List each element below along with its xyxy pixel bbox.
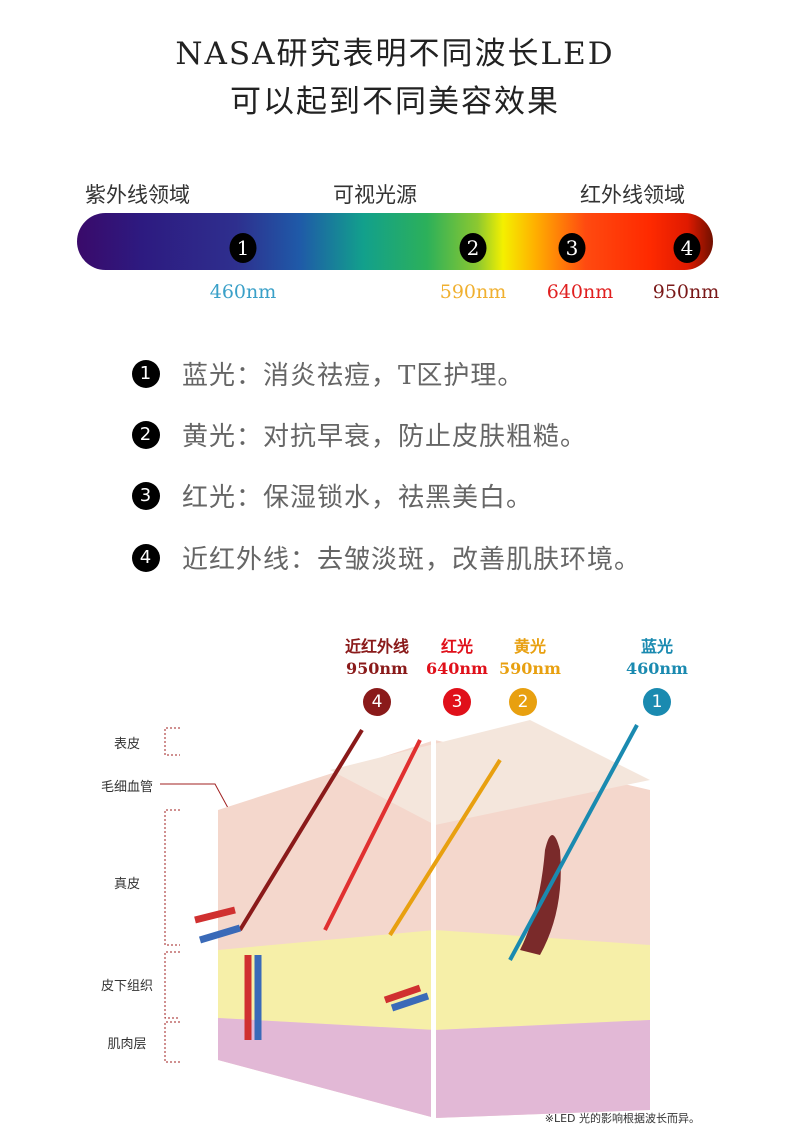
layer-brackets [164,727,180,1063]
layer-label-subcutaneous: 皮下组织 [100,979,154,994]
effect-text: 黄光：对抗早衰，防止皮肤粗糙。 [182,422,588,452]
effect-text: 红光：保湿锁水，祛黑美白。 [182,483,534,513]
nm-640: 640nm [546,281,614,303]
layer-label-muscle: 肌肉层 [107,1037,147,1052]
light-badge-1: 1 [643,688,671,716]
nm-460: 460nm [209,281,277,303]
spectrum-marker-1: 1 [229,233,257,263]
bullet: 3 [132,481,160,510]
effect-item-1: 1 蓝光：消炎祛痘，T区护理。 [132,355,524,392]
nm-590: 590nm [439,281,507,303]
ir-label: 红外线领域 [580,183,685,207]
spectrum-marker-2: 2 [459,233,487,263]
effect-text: 蓝光：消炎祛痘，T区护理。 [182,361,525,391]
layer-label-epidermis: 表皮 [113,737,141,752]
light-badge-4: 4 [363,688,391,716]
effect-item-3: 3 红光：保湿锁水，祛黑美白。 [132,477,533,514]
bullet: 2 [132,420,160,449]
title-line1: NASA研究表明不同波长LED [175,36,615,72]
blood-vessels [194,906,430,1040]
bullet: 4 [132,543,160,572]
hair-follicle [520,835,561,955]
layer-label-capillary: 毛细血管 [100,780,154,795]
title-line2: 可以起到不同美容效果 [230,84,560,120]
bullet: 1 [132,359,160,388]
spectrum-marker-3: 3 [558,233,586,263]
effect-text: 近红外线：去皱淡斑，改善肌肤环境。 [182,545,642,575]
light-badge-3: 3 [443,688,471,716]
visible-label: 可视光源 [333,183,417,207]
layer-label-dermis: 真皮 [113,877,141,892]
effect-item-2: 2 黄光：对抗早衰，防止皮肤粗糙。 [132,416,587,453]
cut-divider [431,730,436,1120]
light-arrows [238,724,639,961]
footnote: ※LED 光的影响根据波长而异。 [544,1112,700,1125]
nm-950: 950nm [652,281,720,303]
light-badge-2: 2 [509,688,537,716]
skin-cross-section [160,720,650,1120]
spectrum-marker-4: 4 [673,233,701,263]
uv-label: 紫外线领域 [85,183,190,207]
spectrum-bar [77,213,713,270]
effect-item-4: 4 近红外线：去皱淡斑，改善肌肤环境。 [132,539,641,576]
